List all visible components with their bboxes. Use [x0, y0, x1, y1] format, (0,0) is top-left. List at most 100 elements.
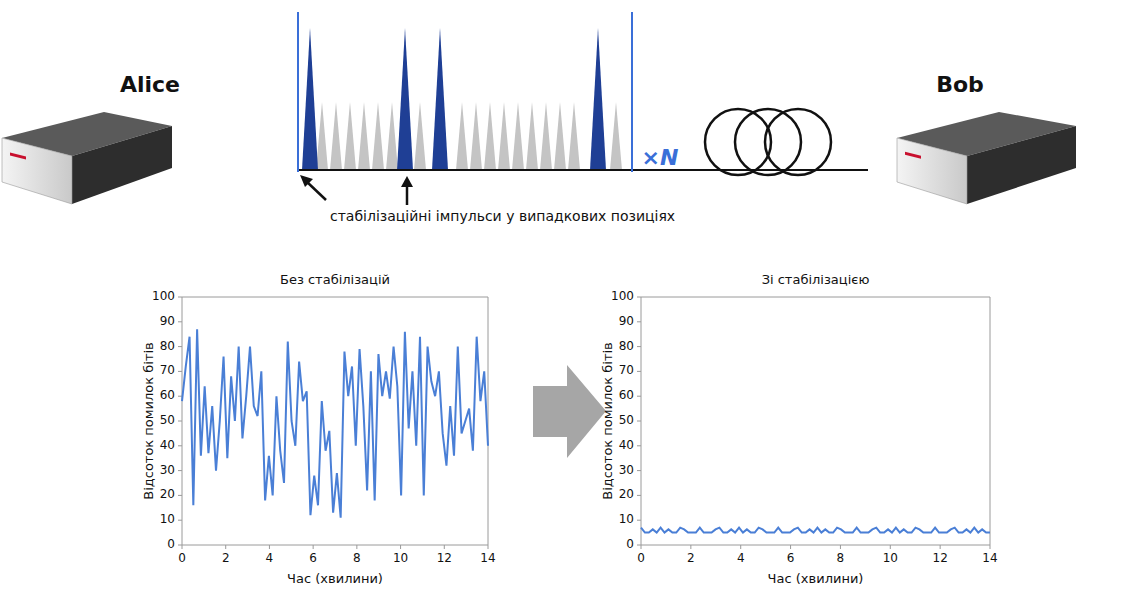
signal-pulse: [526, 102, 538, 170]
pulse-train: [302, 28, 622, 170]
tick: [444, 545, 445, 549]
tick: [637, 470, 641, 471]
tick-label: 80: [619, 340, 634, 354]
signal-pulse: [540, 102, 552, 170]
tick-label: 14: [982, 552, 997, 566]
tick-label: 0: [178, 552, 186, 566]
tick: [690, 545, 691, 549]
tick-label: 10: [160, 513, 175, 527]
tick: [890, 545, 891, 549]
annotation-arrows: [300, 175, 413, 205]
device-label-box: Alice: [120, 72, 180, 97]
tick: [178, 545, 182, 546]
axis-title: Відсоток помилок бітів: [142, 342, 157, 500]
chart-title: Зі стабілізацією: [762, 273, 870, 288]
tick-label: 60: [160, 389, 175, 403]
data-line: [182, 329, 488, 517]
tick: [990, 545, 991, 549]
signal-pulse: [512, 102, 524, 170]
tick: [225, 545, 226, 549]
charts: [178, 297, 990, 549]
signal-pulse: [358, 102, 370, 170]
device-label-box: Bob: [936, 72, 984, 97]
tick-label: 12: [437, 552, 452, 566]
tick: [178, 520, 182, 521]
frame: [641, 297, 990, 298]
tick-label: 10: [393, 552, 408, 566]
tick: [313, 545, 314, 549]
tick-label: 12: [933, 552, 948, 566]
signal-pulse: [414, 102, 426, 170]
repeat-count: ×N: [642, 145, 679, 170]
tick-label: 30: [619, 464, 634, 478]
tick-label: 2: [687, 552, 695, 566]
tick-label: 70: [160, 364, 175, 378]
tick-label: 6: [787, 552, 795, 566]
tick-label: 30: [160, 464, 175, 478]
tick: [178, 396, 182, 397]
signal-pulse: [316, 102, 328, 170]
tick-label: 50: [619, 414, 634, 428]
signal-pulse: [498, 102, 510, 170]
tick: [637, 445, 641, 446]
frame-marker: [297, 12, 299, 172]
signal-pulse: [330, 102, 342, 170]
tick-label: 60: [619, 389, 634, 403]
frame: [990, 297, 991, 545]
tick: [637, 297, 641, 298]
tick: [790, 545, 791, 549]
tick-label: 2: [222, 552, 230, 566]
chart-title: Без стабілізацій: [280, 273, 390, 288]
tick: [840, 545, 841, 549]
tick: [356, 545, 357, 549]
tick: [637, 396, 641, 397]
tick: [269, 545, 270, 549]
tick-label: 80: [160, 340, 175, 354]
tick: [178, 495, 182, 496]
tick: [637, 346, 641, 347]
tick: [178, 371, 182, 372]
tick: [637, 421, 641, 422]
axis-title: Час (хвилини): [287, 572, 383, 587]
fiber-coil: [705, 109, 831, 175]
tick-label: 100: [152, 290, 175, 304]
annotation: стабілізаційні імпульси у випадкових поз…: [330, 208, 675, 224]
x-axis: [641, 545, 990, 546]
stabilization-pulse: [590, 28, 606, 170]
signal-pulse: [344, 102, 356, 170]
line-chart: [637, 297, 990, 549]
tick: [637, 495, 641, 496]
tick-label: 4: [737, 552, 745, 566]
tick: [488, 545, 489, 549]
tick-label: 4: [266, 552, 274, 566]
tick-label: 10: [619, 513, 634, 527]
line-chart: [178, 297, 488, 549]
frame-marker: [631, 12, 633, 172]
tick-label: 90: [619, 315, 634, 329]
tick-label: 40: [619, 439, 634, 453]
tick-label: 10: [883, 552, 898, 566]
tick-label: 50: [160, 414, 175, 428]
tick: [740, 545, 741, 549]
tick: [178, 421, 182, 422]
signal-pulse: [484, 102, 496, 170]
tick: [637, 371, 641, 372]
tick: [940, 545, 941, 549]
tick-label: 8: [837, 552, 845, 566]
signal-pulse: [568, 102, 580, 170]
transition-arrow: [533, 365, 606, 458]
tick: [641, 545, 642, 549]
signal-pulse: [470, 102, 482, 170]
device-name: Bob: [936, 72, 984, 97]
tick-label: 0: [637, 552, 645, 566]
tick-label: 6: [309, 552, 317, 566]
tick: [400, 545, 401, 549]
tick: [178, 470, 182, 471]
signal-pulse: [554, 102, 566, 170]
tick: [637, 321, 641, 322]
tick-label: 20: [160, 488, 175, 502]
device-name: Alice: [120, 72, 180, 97]
tick: [637, 520, 641, 521]
device-bob: [897, 112, 1076, 204]
